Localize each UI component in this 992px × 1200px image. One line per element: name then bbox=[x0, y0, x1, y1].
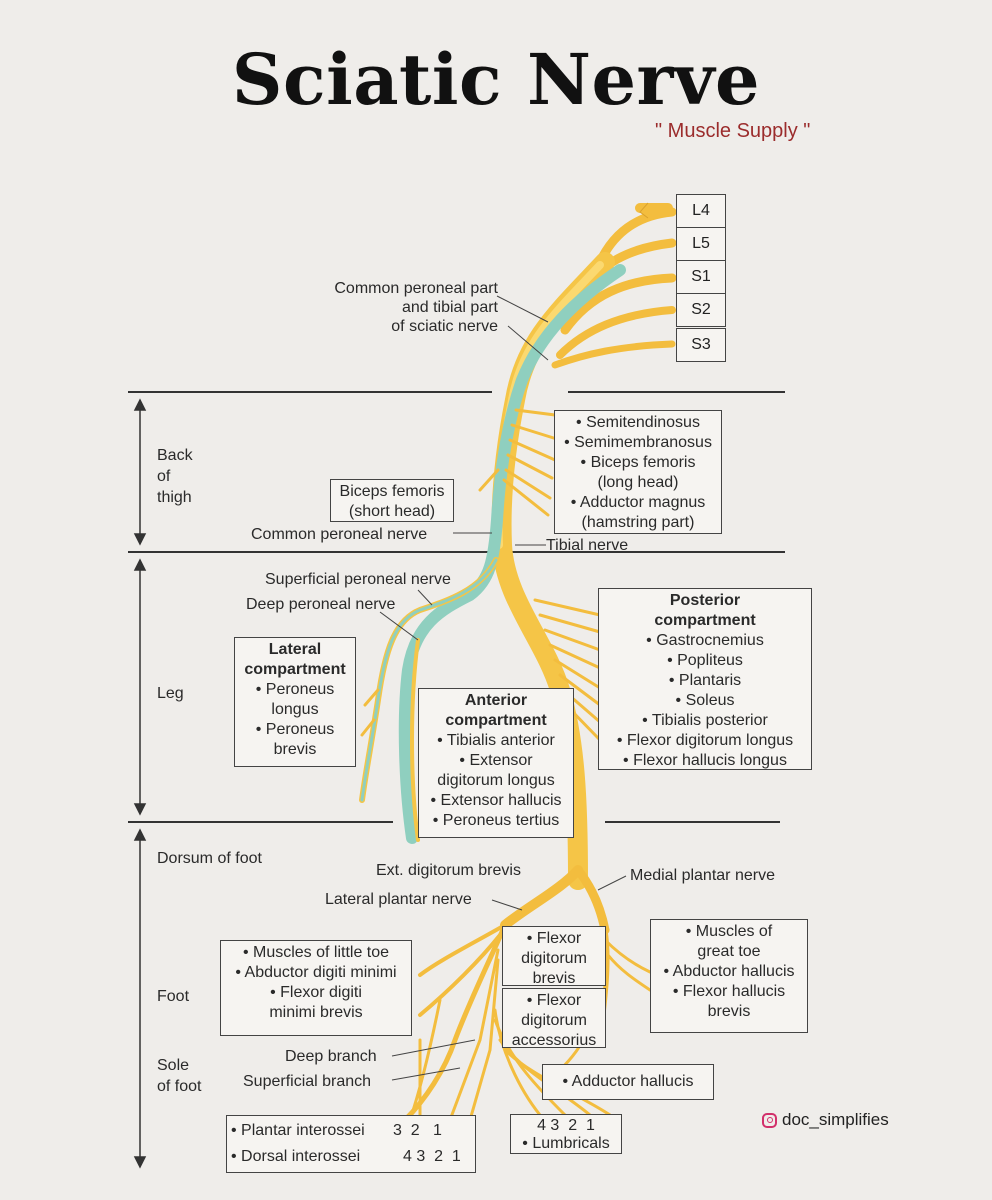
leader-lines bbox=[379, 295, 627, 1081]
label-tibial-nerve: Tibial nerve bbox=[546, 537, 629, 554]
subtitle: " Muscle Supply " bbox=[655, 120, 811, 142]
label-superficial-peroneal-nerve: Superficial peroneal nerve bbox=[265, 571, 451, 588]
region-sole-of-foot: Sole of foot bbox=[157, 1057, 202, 1095]
plantar-nerves bbox=[402, 865, 652, 1123]
label-deep-peroneal-nerve: Deep peroneal nerve bbox=[246, 596, 396, 613]
region-arrows bbox=[133, 398, 147, 1169]
region-back-of-thigh: Back of thigh bbox=[157, 447, 193, 506]
page-title: Sciatic Nerve bbox=[231, 38, 761, 121]
section-dividers bbox=[128, 391, 785, 823]
plantar-interossei-numbers: 3 2 1 bbox=[393, 1122, 442, 1139]
box-flexor-digitorum-brevis: • Flexor digitorum brevis bbox=[502, 926, 606, 987]
box-interossei: • Plantar interossei 3 2 1 • Dorsal inte… bbox=[226, 1115, 476, 1173]
lumbricals-label: • Lumbricals bbox=[522, 1135, 610, 1152]
label-medial-plantar-nerve: Medial plantar nerve bbox=[630, 867, 775, 884]
segment-s2: S2 bbox=[676, 293, 726, 327]
box-little-toe: • Muscles of little toe • Abductor digit… bbox=[220, 940, 412, 1036]
box-adductor-hallucis: • Adductor hallucis bbox=[542, 1064, 714, 1100]
box-biceps-short-head: Biceps femoris (short head) bbox=[330, 479, 454, 522]
plantar-interossei-label: • Plantar interossei bbox=[231, 1122, 365, 1139]
segment-l5: L5 bbox=[676, 227, 726, 261]
instagram-icon bbox=[762, 1112, 777, 1128]
label-ext-digitorum-brevis: Ext. digitorum brevis bbox=[376, 862, 521, 879]
hamstring-branches bbox=[478, 408, 562, 517]
label-deep-branch: Deep branch bbox=[285, 1048, 377, 1065]
box-lateral-compartment: Lateral compartment • Peroneus longus • … bbox=[234, 637, 356, 767]
box-hamstrings: • Semitendinosus • Semimembranosus • Bic… bbox=[554, 410, 722, 534]
region-leg: Leg bbox=[157, 685, 184, 702]
segment-s3: S3 bbox=[676, 328, 726, 362]
dorsal-interossei-numbers: 4 3 2 1 bbox=[403, 1148, 461, 1165]
lumbricals-numbers: 4 3 2 1 bbox=[537, 1117, 595, 1134]
box-posterior-compartment: Posterior compartment • Gastrocnemius • … bbox=[598, 588, 812, 770]
region-foot: Foot bbox=[157, 988, 190, 1005]
label-common-peroneal-part: Common peroneal part and tibial part of … bbox=[334, 280, 498, 335]
brand-handle: doc_simplifies bbox=[762, 1110, 889, 1130]
segment-l4: L4 bbox=[676, 194, 726, 228]
region-dorsum-of-foot: Dorsum of foot bbox=[157, 850, 262, 867]
segment-s1: S1 bbox=[676, 260, 726, 294]
dorsal-interossei-label: • Dorsal interossei bbox=[231, 1148, 361, 1165]
box-flexor-digitorum-accessorius: • Flexor digitorum accessorius bbox=[502, 988, 606, 1049]
box-lumbricals: 4 3 2 1 • Lumbricals bbox=[510, 1114, 622, 1154]
label-lateral-plantar-nerve: Lateral plantar nerve bbox=[325, 891, 472, 908]
box-great-toe: • Muscles of great toe • Abductor halluc… bbox=[650, 919, 808, 1033]
label-superficial-branch: Superficial branch bbox=[243, 1073, 372, 1090]
label-common-peroneal-nerve: Common peroneal nerve bbox=[251, 526, 428, 543]
box-anterior-compartment: Anterior compartment • Tibialis anterior… bbox=[418, 688, 574, 838]
